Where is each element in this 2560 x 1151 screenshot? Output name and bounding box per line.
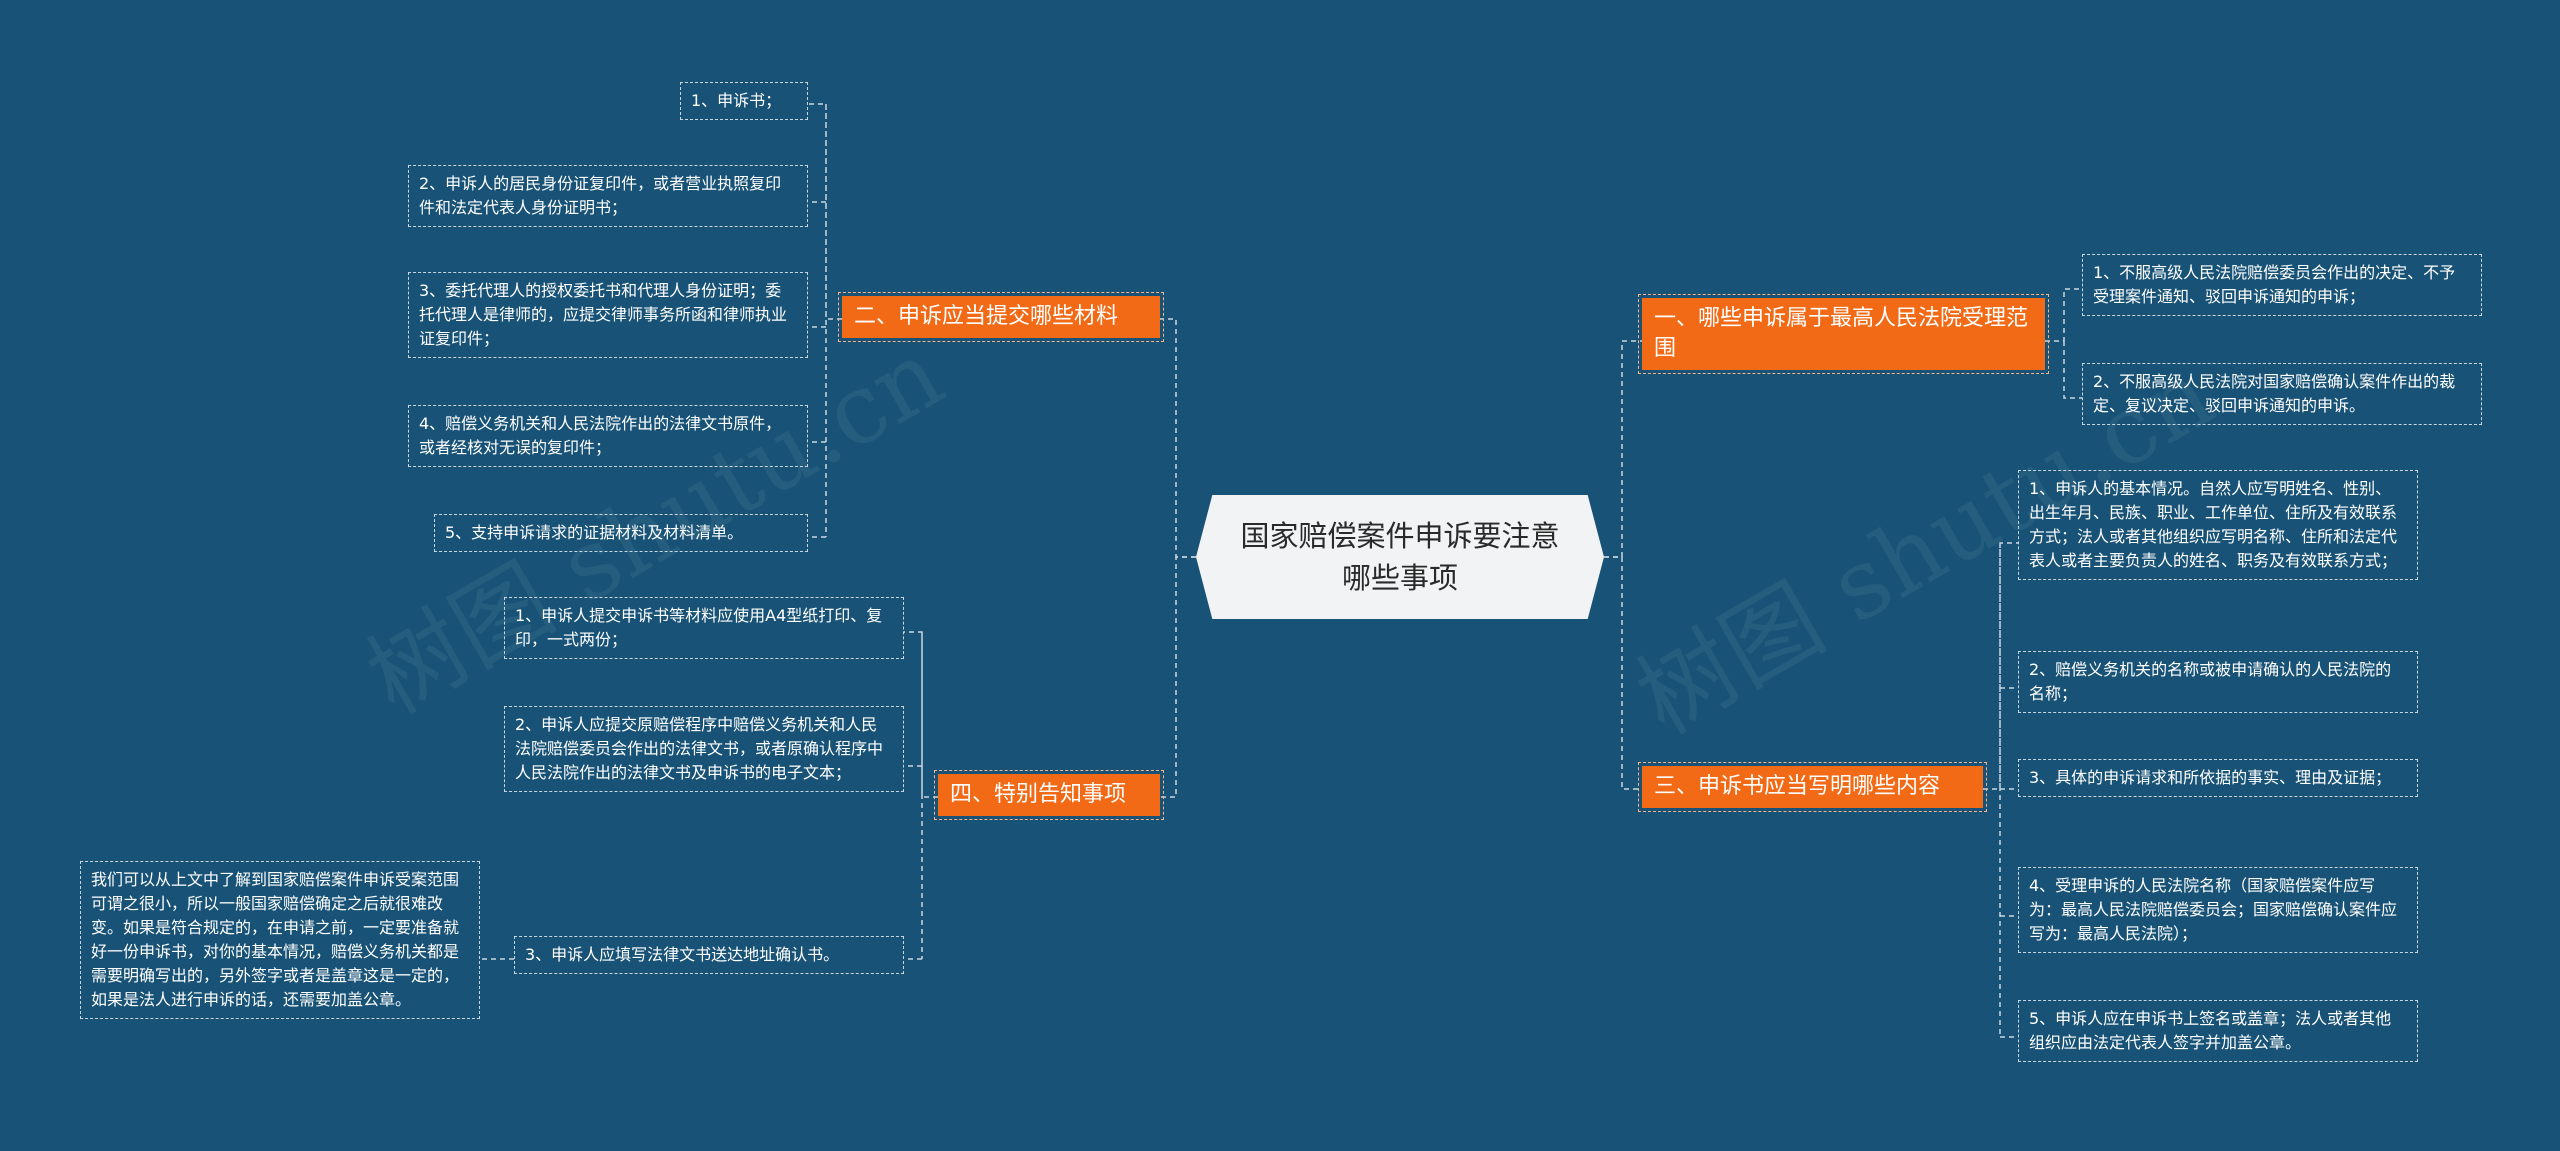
leaf-b2-1[interactable]: 1、申诉书；: [680, 82, 808, 120]
leaf-b1-1[interactable]: 1、不服高级人民法院赔偿委员会作出的决定、不予受理案件通知、驳回申诉通知的申诉；: [2082, 254, 2482, 316]
root-topic[interactable]: 国家赔偿案件申诉要注意哪些事项: [1196, 495, 1604, 619]
leaf-b3-2[interactable]: 2、赔偿义务机关的名称或被申请确认的人民法院的名称；: [2018, 651, 2418, 713]
leaf-b4-2[interactable]: 2、申诉人应提交原赔偿程序中赔偿义务机关和人民法院赔偿委员会作出的法律文书，或者…: [504, 706, 904, 792]
branch-topic-3[interactable]: 三、申诉书应当写明哪些内容: [1638, 762, 1987, 812]
leaf-b2-4[interactable]: 4、赔偿义务机关和人民法院作出的法律文书原件，或者经核对无误的复印件；: [408, 405, 808, 467]
leaf-b4-3[interactable]: 3、申诉人应填写法律文书送达地址确认书。: [514, 936, 904, 974]
branch-topic-1[interactable]: 一、哪些申诉属于最高人民法院受理范围: [1638, 294, 2049, 374]
root-topic-label: 国家赔偿案件申诉要注意哪些事项: [1240, 519, 1560, 595]
branch-topic-4[interactable]: 四、特别告知事项: [934, 770, 1164, 820]
link-root-b3: [1604, 556, 1642, 790]
link-b3-leaves: [1983, 542, 2018, 1038]
leaf-b2-2[interactable]: 2、申诉人的居民身份证复印件，或者营业执照复印件和法定代表人身份证明书；: [408, 165, 808, 227]
leaf-b4-3-note[interactable]: 我们可以从上文中了解到国家赔偿案件申诉受案范围可谓之很小，所以一般国家赔偿确定之…: [80, 861, 480, 1019]
link-b2-leaves: [808, 103, 842, 538]
leaf-b4-1[interactable]: 1、申诉人提交申诉书等材料应使用A4型纸打印、复印，一式两份；: [504, 597, 904, 659]
leaf-b2-3[interactable]: 3、委托代理人的授权委托书和代理人身份证明；委托代理人是律师的，应提交律师事务所…: [408, 272, 808, 358]
link-root-b1: [1604, 340, 1642, 558]
leaf-b3-4[interactable]: 4、受理申诉的人民法院名称（国家赔偿案件应写为：最高人民法院赔偿委员会；国家赔偿…: [2018, 867, 2418, 953]
leaf-b3-3[interactable]: 3、具体的申诉请求和所依据的事实、理由及证据；: [2018, 759, 2418, 797]
link-b4-leaves: [904, 631, 938, 960]
leaf-b1-2[interactable]: 2、不服高级人民法院对国家赔偿确认案件作出的裁定、复议决定、驳回申诉通知的申诉。: [2082, 363, 2482, 425]
link-b1-leaves: [2045, 288, 2082, 399]
link-root-b4: [1160, 556, 1196, 798]
leaf-b3-5[interactable]: 5、申诉人应在申诉书上签名或盖章；法人或者其他组织应由法定代表人签字并加盖公章。: [2018, 1000, 2418, 1062]
leaf-b3-1[interactable]: 1、申诉人的基本情况。自然人应写明姓名、性别、出生年月、民族、职业、工作单位、住…: [2018, 470, 2418, 580]
branch-topic-2[interactable]: 二、申诉应当提交哪些材料: [838, 292, 1164, 342]
leaf-b2-5[interactable]: 5、支持申诉请求的证据材料及材料清单。: [434, 514, 808, 552]
link-root-b2: [1160, 318, 1196, 558]
